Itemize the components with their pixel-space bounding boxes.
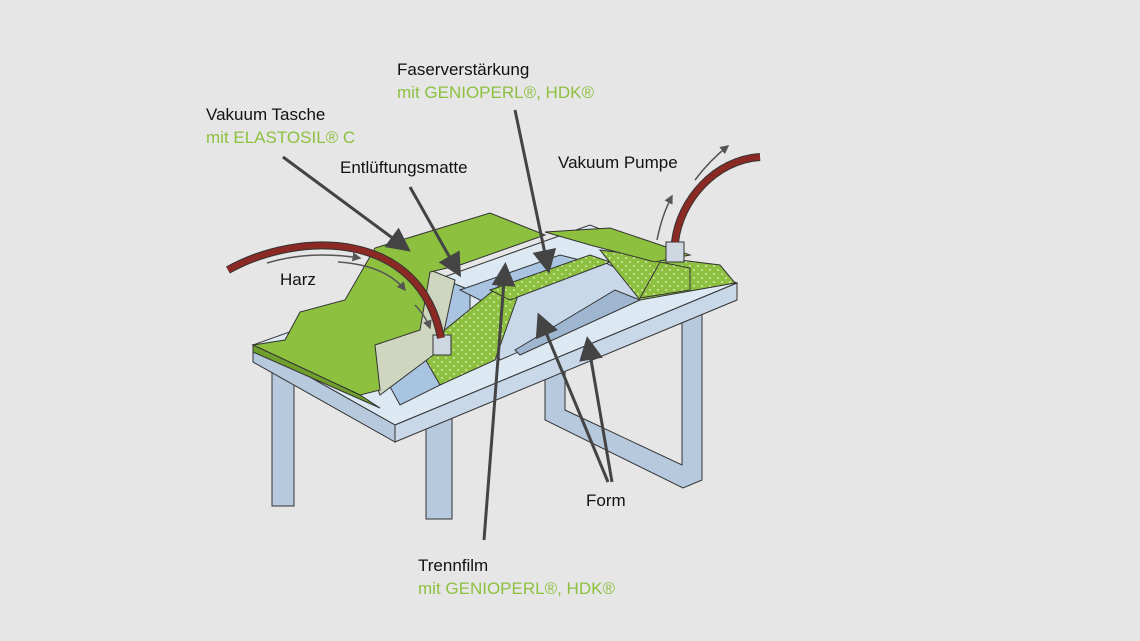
fiber-sub: mit GENIOPERL®, HDK® <box>397 83 594 102</box>
fiber-title: Faserverstärkung <box>397 60 530 79</box>
leader-arrows <box>282 109 614 541</box>
vacuum-bag <box>251 212 692 409</box>
flow-arrows <box>266 145 730 330</box>
bag-sub: mit ELASTOSIL® C <box>206 128 356 147</box>
label-breather: Entlüftungsmatte <box>340 158 468 177</box>
bag-title: Vakuum Tasche <box>206 105 326 124</box>
label-release-film: Trennfilm mit GENIOPERL®, HDK® <box>418 554 615 600</box>
label-resin: Harz <box>280 270 316 289</box>
release-sub: mit GENIOPERL®, HDK® <box>418 579 615 598</box>
release-title: Trennfilm <box>418 556 489 575</box>
label-mold: Form <box>586 491 626 510</box>
label-vacuum-pump: Vakuum Pumpe <box>558 153 678 172</box>
label-fiber-reinforcement: Faserverstärkung mit GENIOPERL®, HDK® <box>397 58 594 104</box>
label-vacuum-bag: Vakuum Tasche mit ELASTOSIL® C <box>206 103 355 149</box>
